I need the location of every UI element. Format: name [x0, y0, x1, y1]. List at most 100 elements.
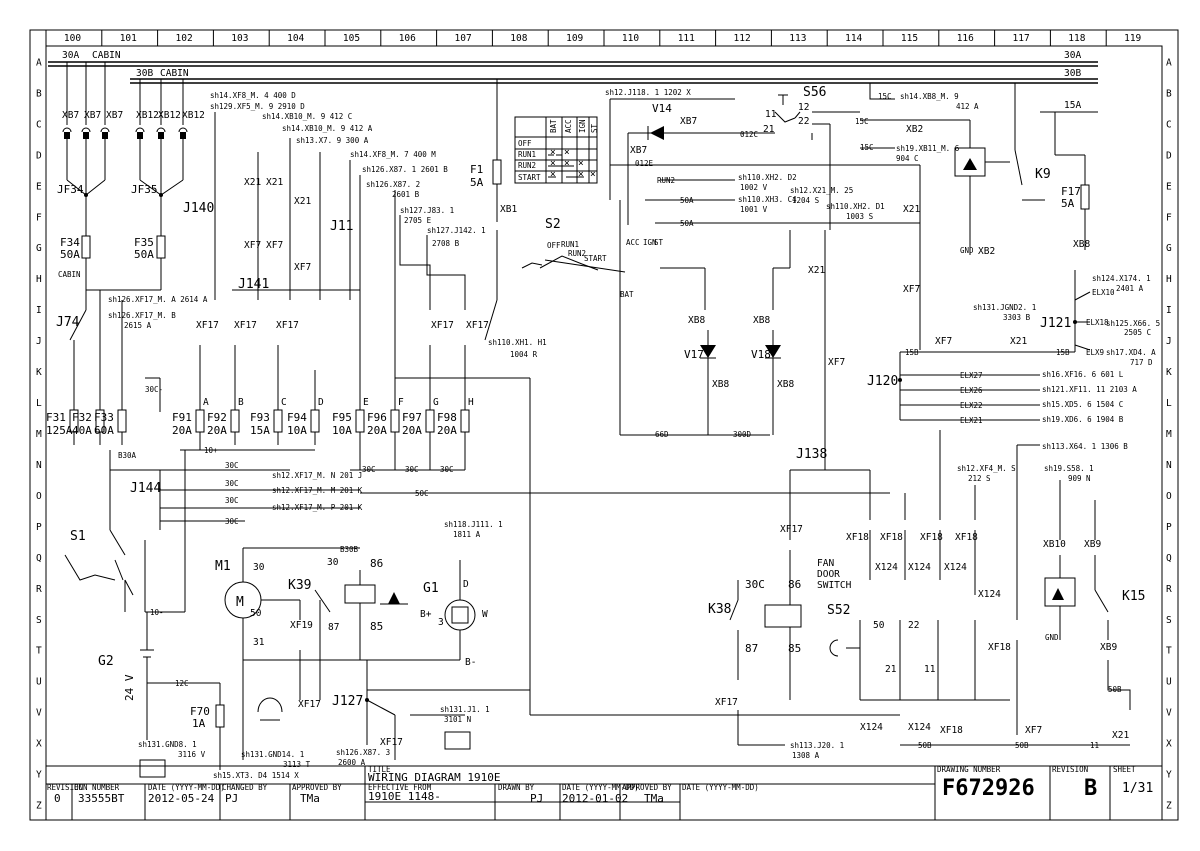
- starter-area: S1 10- M1 M 30 31 50 K39 XF19 XF17 30 87…: [64, 450, 530, 780]
- g1-term-w: W: [482, 609, 488, 620]
- bus-label-15a: 15A: [1064, 100, 1081, 111]
- row-label-left: N: [36, 460, 42, 471]
- connector-x21-center: X21: [808, 265, 825, 276]
- connector-xb7-b: XB7: [84, 110, 101, 121]
- connector-xb2-b: XB2: [978, 246, 995, 257]
- ref-sh12-xf17-p: sh12.XF17_M. P 201 K: [272, 503, 363, 512]
- fuse-bank-wiring: 30C- 10+ B30A 30C 30C 30C 30C 30C 30C 30…: [109, 345, 890, 530]
- fuse-rating: 10A: [287, 424, 307, 437]
- switch-s56: S56: [803, 85, 826, 100]
- connector-xf7-c: XF7: [294, 262, 311, 273]
- power-buses: 30A 30B 15A 30A CABIN 30B CABIN: [48, 50, 1098, 113]
- ign-mark: ×: [590, 169, 596, 180]
- column-label: 115: [901, 33, 918, 44]
- fuse-name: F97: [402, 411, 422, 424]
- ign-term-ign: IGN: [643, 238, 657, 247]
- connector-xb7-v14: XB7: [680, 116, 697, 127]
- tb-sheet: 1/31: [1122, 781, 1153, 796]
- row-label-left: K: [36, 367, 42, 378]
- k39-term-87: 87: [328, 622, 339, 633]
- connector-xb8-v17b: XB8: [712, 379, 729, 390]
- battery-g2-volt: 24 V: [123, 674, 136, 701]
- fuse-name: F95: [332, 411, 352, 424]
- tb-changed-label: CHANGED BY: [222, 783, 268, 792]
- ref-sh127-j142: sh127.J142. 1: [427, 226, 486, 235]
- row-label-right: T: [1166, 646, 1172, 657]
- ref-sh14-xb8-loc: 412 A: [956, 102, 979, 111]
- connector-xb2-a: XB2: [906, 124, 923, 135]
- ref-sh126-x87-2-loc: 2601 B: [392, 190, 420, 199]
- wire-11: 11: [1090, 741, 1099, 750]
- ref-sh12-j118: sh12.J118. 1 1202 X: [605, 88, 691, 97]
- row-label-right: G: [1166, 243, 1172, 254]
- label-gnd-k15: GND: [1045, 633, 1059, 642]
- ref-sh14-xf8-7: sh14.XF8_M. 7 400 M: [350, 150, 436, 159]
- row-label-left: J: [36, 336, 42, 347]
- wire-elx21: ELX21: [960, 416, 983, 425]
- fuse-body: [425, 409, 435, 433]
- wire-30c: 30C-: [145, 385, 163, 394]
- connector-xb12-b: XB12: [158, 110, 181, 121]
- ref-sh131-gnd14: sh131.GND14. 1: [241, 750, 304, 759]
- ref-sh126-xf17-b: sh126.XF17_M. B: [108, 311, 176, 320]
- connector-xf17-a: XF17: [196, 320, 219, 331]
- wire-b30b: B30B: [340, 545, 359, 554]
- row-label-right: N: [1166, 460, 1172, 471]
- row-label-right: C: [1166, 119, 1172, 130]
- fuse-f34-rating: 50A: [60, 248, 80, 261]
- tb-date2-label: DATE (YYYY-MM-DD): [562, 783, 639, 792]
- fuse-name: F91: [172, 411, 192, 424]
- wire-50b-b: 50B: [1015, 741, 1029, 750]
- ref-sh131-jgnd2: sh131.JGND2. 1: [973, 303, 1036, 312]
- tb-changed: PJ: [225, 792, 238, 805]
- connector-xb12-c: XB12: [182, 110, 205, 121]
- connector-xf7-b: XF7: [266, 240, 283, 251]
- fuse-pin-label: C: [281, 397, 287, 408]
- relay-k39: K39: [288, 578, 311, 593]
- title-block: REVISION 0 ECN NUMBER 33555BT DATE (YYYY…: [46, 765, 1162, 820]
- fuse-rating: 20A: [402, 424, 422, 437]
- connector-xb12-a: XB12: [136, 110, 159, 121]
- g1-term-d: D: [463, 579, 469, 590]
- ref-sh110-xh2-d2: sh110.XH2. D2: [738, 173, 797, 182]
- row-label-left: U: [36, 677, 42, 688]
- k39-term-30: 30: [327, 557, 339, 568]
- ign-mark: ×: [564, 158, 570, 169]
- tb-approved: TMa: [300, 792, 320, 805]
- relay-k38: K38: [708, 602, 731, 617]
- row-label-right: P: [1166, 522, 1172, 533]
- j140-j141-area: sh14.XF8_M. 4 400 D sh129.XF5_M. 9 2910 …: [183, 91, 489, 410]
- column-label: 106: [399, 33, 416, 44]
- s56-term-21: 21: [763, 124, 775, 135]
- ref-sh14-xb10-a: sh14.XB10_M. 9 412 A: [282, 124, 373, 133]
- s2-pos-run1: RUN1: [561, 240, 579, 249]
- connector-xb9-b: XB9: [1100, 642, 1117, 653]
- junction-j141: J141: [238, 277, 269, 292]
- wire-30c-3: 30C: [440, 465, 454, 474]
- connector-xf7-a: XF7: [244, 240, 261, 251]
- tb-date3-label: DATE (YYYY-MM-DD): [682, 783, 759, 792]
- column-label: 111: [678, 33, 695, 44]
- connector-x124-f: X124: [908, 722, 931, 733]
- connector-xf17-k38b: XF17: [715, 697, 738, 708]
- row-label-left: M: [36, 429, 42, 440]
- connector-x124-b: X124: [908, 562, 931, 573]
- row-label-right: Y: [1166, 770, 1172, 781]
- column-label: 103: [231, 33, 248, 44]
- tb-effective-label: EFFECTIVE FROM: [368, 783, 432, 792]
- row-label-right: Z: [1166, 801, 1172, 812]
- tb-date-label: DATE (YYYY-MM-DD): [148, 783, 225, 792]
- ign-table-head-ign: IGN: [578, 119, 587, 133]
- row-label-right: I: [1166, 305, 1172, 316]
- connector-xf18-e: XF18: [940, 725, 963, 736]
- ref-sh17-xd4-loc: 717 D: [1130, 358, 1153, 367]
- ign-table-head-acc: ACC: [564, 119, 573, 133]
- column-label: 101: [120, 33, 137, 44]
- connector-xb10: XB10: [1043, 539, 1066, 550]
- row-label-right: A: [1166, 57, 1172, 68]
- tb-effective: 1910E 1148-: [368, 790, 441, 803]
- ref-sh14-xb8: sh14.XB8_M. 9: [900, 92, 959, 101]
- wire-50b-a: 50B: [918, 741, 932, 750]
- row-label-left: B: [36, 88, 42, 99]
- fuse-name: F93: [250, 411, 270, 424]
